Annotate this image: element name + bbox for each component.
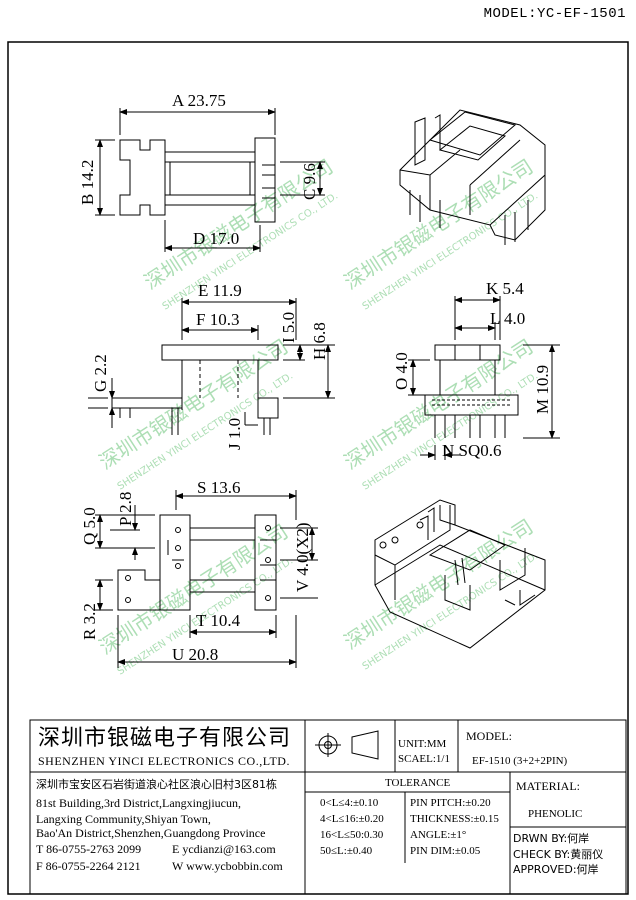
- dim-K: K 5.4: [486, 279, 524, 298]
- dim-S: S 13.6: [197, 478, 240, 497]
- dim-E: E 11.9: [198, 281, 242, 300]
- unit-label: UNIT:MM: [398, 738, 447, 750]
- dims-view1: [95, 108, 325, 252]
- dims-pin-view: [408, 296, 560, 460]
- dim-C: C 9.6: [300, 163, 319, 200]
- watermark-cn-3: 深圳市银磁电子有限公司: [95, 334, 293, 474]
- tolerance-spec-1: PIN PITCH:±0.20: [410, 797, 491, 809]
- dim-U: U 20.8: [172, 645, 218, 664]
- company-web: W www.ycbobbin.com: [172, 859, 283, 873]
- dims-bottom-view: [95, 490, 318, 668]
- company-email: E ycdianzi@163.com: [172, 842, 276, 856]
- tolerance-range-1: 0<L≤4:±0.10: [320, 797, 379, 809]
- drawn-by: DRWN BY:何岸: [513, 832, 590, 845]
- tolerance-range-3: 16<L≤50:0.30: [320, 829, 384, 841]
- dim-D: D 17.0: [193, 229, 239, 248]
- dim-V: V 4.0(X2): [293, 522, 312, 592]
- company-address-en-2: Langxing Community,Shiyan Town,: [36, 812, 211, 826]
- watermark-group: 深圳市银磁电子有限公司 SHENZHEN YINCI ELECTRONICS C…: [95, 154, 540, 677]
- dim-H: H 6.8: [310, 322, 329, 360]
- dim-R: R 3.2: [80, 603, 99, 640]
- company-address-en-3: Bao'An District,Shenzhen,Guangdong Provi…: [36, 826, 266, 840]
- dim-B: B 14.2: [78, 160, 97, 205]
- dim-O: O 4.0: [392, 352, 411, 390]
- dim-N: N SQ0.6: [442, 441, 502, 460]
- front-view: [119, 137, 276, 223]
- title-block-lines: [29, 719, 627, 895]
- approved-by: APPROVED:何岸: [513, 863, 599, 876]
- watermark-cn-4: 深圳市银磁电子有限公司: [340, 334, 538, 474]
- company-name-en: SHENZHEN YINCI ELECTRONICS CO.,LTD.: [38, 754, 290, 768]
- tolerance-range-4: 50≤L:±0.40: [320, 845, 373, 857]
- company-address-cn: 深圳市宝安区石岩街道浪心社区浪心旧村3区81栋: [36, 778, 277, 791]
- tolerance-spec-2: THICKNESS:±0.15: [410, 813, 499, 825]
- dims-view2: [88, 298, 335, 428]
- pin-side-view: [424, 344, 519, 438]
- tolerance-spec-4: PIN DIM:±0.05: [410, 845, 481, 857]
- checked-by: CHECK BY:黄丽仪: [513, 848, 604, 861]
- material-label: MATERIAL:: [516, 779, 580, 793]
- tolerance-range-2: 4<L≤16:±0.20: [320, 813, 384, 825]
- watermark-cn-2: 深圳市银磁电子有限公司: [340, 154, 538, 294]
- dim-J: J 1.0: [225, 418, 244, 450]
- iso-view-top: [399, 109, 546, 245]
- company-name-cn: 深圳市银磁电子有限公司: [38, 726, 292, 751]
- tolerance-title: TOLERANCE: [385, 777, 451, 789]
- dim-A: A 23.75: [172, 91, 226, 110]
- company-fax: F 86-0755-2264 2121: [36, 859, 141, 873]
- scale-label: SCAEL:1/1: [398, 753, 450, 765]
- company-address-en-1: 81st Building,3rd District,Langxingjiucu…: [36, 796, 241, 810]
- dim-L: L 4.0: [490, 309, 525, 328]
- model-label: MODEL:: [466, 729, 512, 743]
- bottom-view: [117, 514, 277, 611]
- company-tel: T 86-0755-2763 2099: [36, 842, 142, 856]
- dim-T: T 10.4: [196, 611, 241, 630]
- dim-G: G 2.2: [91, 354, 110, 392]
- drawing-model-number: MODEL:YC-EF-1501: [483, 6, 626, 22]
- projection-symbol: [315, 730, 379, 760]
- dim-Q: Q 5.0: [80, 507, 99, 545]
- dim-F: F 10.3: [196, 310, 239, 329]
- dim-I: I 5.0: [279, 312, 298, 343]
- iso-view-bottom: [374, 499, 546, 649]
- side-view: [111, 344, 279, 435]
- dim-M: M 10.9: [533, 365, 552, 414]
- model-value: EF-1510 (3+2+2PIN): [472, 755, 568, 767]
- tolerance-spec-3: ANGLE:±1°: [410, 829, 467, 841]
- dim-P: P 2.8: [116, 492, 135, 526]
- material-value: PHENOLIC: [528, 808, 583, 820]
- watermark-cn-6: 深圳市银磁电子有限公司: [340, 514, 538, 654]
